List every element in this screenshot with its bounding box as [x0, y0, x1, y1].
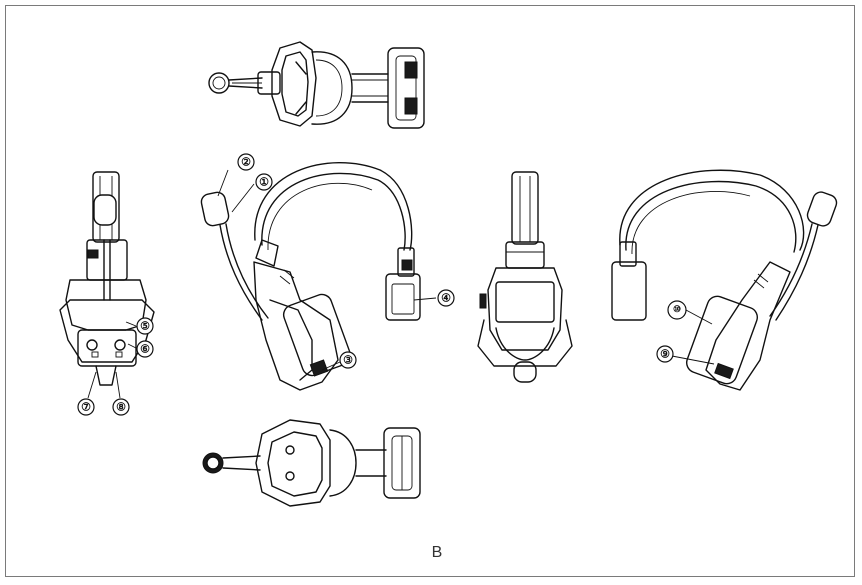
callout-6-label: ⑥ — [140, 343, 150, 356]
callout-4-label: ④ — [441, 292, 451, 305]
callout-7-label: ⑦ — [81, 401, 91, 414]
callout-9-label: ⑨ — [660, 348, 670, 361]
diagram-frame — [5, 5, 855, 577]
callout-8-label: ⑧ — [116, 401, 126, 414]
callout-3: ③ — [339, 351, 357, 369]
callout-6: ⑥ — [136, 340, 154, 358]
side-view-left — [200, 162, 421, 391]
callout-2-label: ② — [241, 156, 251, 169]
back-view — [477, 171, 573, 383]
callout-5: ⑤ — [136, 317, 154, 335]
callout-9: ⑨ — [656, 345, 674, 363]
callout-2: ② — [237, 153, 255, 171]
front-view — [59, 171, 155, 386]
callout-4: ④ — [437, 289, 455, 307]
figure-label: B — [431, 544, 443, 561]
callout-10: ⑩ — [667, 300, 687, 320]
callout-8: ⑧ — [112, 398, 130, 416]
callout-10-label: ⑩ — [673, 305, 681, 315]
callout-1-label: ① — [259, 176, 269, 189]
callout-1: ① — [255, 173, 273, 191]
bottom-view — [202, 419, 421, 507]
leader-lines — [87, 169, 715, 399]
callout-5-label: ⑤ — [140, 320, 150, 333]
top-view — [208, 41, 425, 129]
side-view-right — [611, 169, 838, 391]
callout-3-label: ③ — [343, 354, 353, 367]
callout-7: ⑦ — [77, 398, 95, 416]
